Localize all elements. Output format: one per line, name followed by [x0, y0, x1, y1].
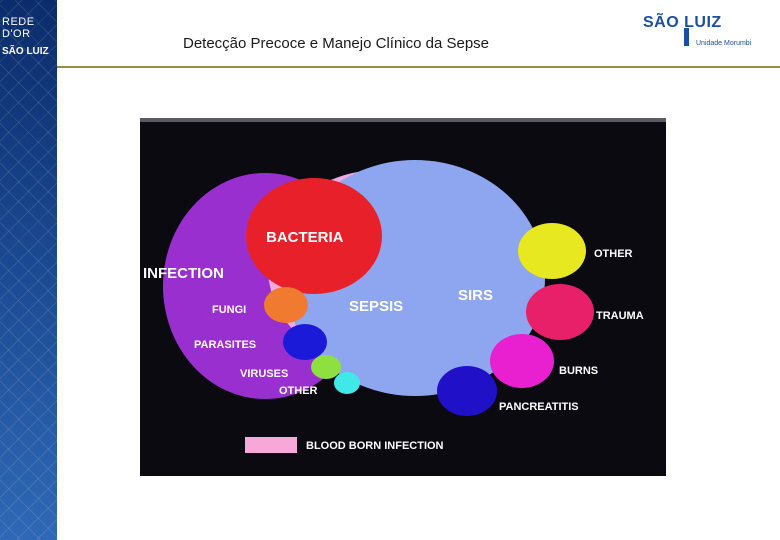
label-burns: BURNS [559, 365, 598, 377]
photo-top-edge [140, 118, 666, 122]
label-infection: INFECTION [143, 265, 224, 282]
label-parasites: PARASITES [194, 339, 256, 351]
bacteria-circle [246, 178, 382, 294]
label-pancreatitis: PANCREATITIS [499, 401, 579, 413]
label-other-infection: OTHER [279, 385, 318, 397]
brand-cross-icon [684, 28, 689, 46]
viruses-circle [311, 355, 341, 379]
pancreatitis-circle [437, 366, 497, 416]
sepsis-diagram: BACTERIA INFECTION FUNGI SEPSIS SIRS PAR… [140, 118, 666, 476]
label-other-sirs: OTHER [594, 248, 633, 260]
brand-name: SÃO LUIZ [643, 14, 722, 31]
label-trauma: TRAUMA [596, 310, 644, 322]
sepsis-diagram-photo: BACTERIA INFECTION FUNGI SEPSIS SIRS PAR… [140, 118, 666, 476]
trauma-circle [526, 284, 594, 340]
label-viruses: VIRUSES [240, 368, 288, 380]
label-fungi: FUNGI [212, 304, 246, 316]
diagram-labels: BACTERIA INFECTION FUNGI SEPSIS SIRS PAR… [143, 229, 644, 452]
brand-logo: SÃO LUIZ Unidade Morumbi [643, 14, 763, 50]
page-title: Detecção Precoce e Manejo Clínico da Sep… [183, 35, 490, 52]
sidebar-logo: REDE D'OR SÃO LUIZ [2, 16, 57, 57]
other-sirs-circle [518, 223, 586, 279]
burns-circle [490, 334, 554, 388]
legend-swatch [245, 437, 297, 453]
brand-unit: Unidade Morumbi [696, 40, 752, 47]
label-bacteria: BACTERIA [266, 229, 344, 246]
label-sirs: SIRS [458, 287, 493, 304]
header-divider [57, 66, 780, 68]
sidebar-logo-line2: SÃO LUIZ [2, 46, 49, 57]
label-sepsis: SEPSIS [349, 298, 403, 315]
label-legend: BLOOD BORN INFECTION [306, 440, 444, 452]
fungi-circle [264, 287, 308, 323]
parasites-circle [283, 324, 327, 360]
other-infection-circle [334, 372, 360, 394]
sidebar-decoration: REDE D'OR SÃO LUIZ [0, 0, 57, 540]
sidebar-logo-line1: REDE D'OR [2, 16, 35, 40]
